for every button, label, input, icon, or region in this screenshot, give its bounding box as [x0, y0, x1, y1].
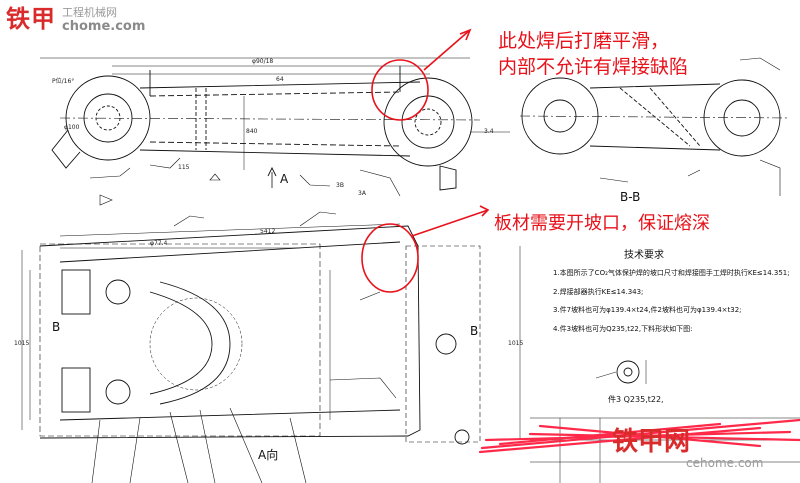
leader-lines	[91, 407, 307, 483]
weld-note-line1: 此处焊后打磨平滑，	[498, 30, 670, 52]
dim-left-top: P位/16°	[52, 78, 75, 85]
tech-req-item: 2.焊接部器执行KE≤14.343;	[553, 288, 644, 296]
right-hub-inner	[401, 95, 455, 149]
dim-tag-r: 3.4	[484, 128, 494, 135]
weld-highlight-arrow	[423, 29, 471, 71]
view-arrow-head	[267, 166, 277, 177]
plan-pin-top	[105, 279, 131, 305]
plate-note: 板材需要开坡口，保证熔深	[494, 213, 710, 234]
right-hub-outer	[383, 77, 473, 167]
weld-highlight-circle	[371, 59, 429, 121]
watermark-site-en: chome.com	[62, 19, 146, 34]
leader	[149, 157, 181, 169]
tech-req-item: 1.本图所示了CO₂气体保护焊的坡口尺寸和焊接图手工焊时执行KE≤14.351;	[553, 269, 790, 277]
plate-highlight-arrow	[411, 209, 489, 237]
plan-pin-bottom	[105, 379, 131, 405]
plate-highlight-circle	[361, 223, 419, 293]
section-bb-label: B-B	[620, 190, 641, 204]
leader	[759, 159, 781, 196]
left-bracket	[51, 129, 81, 169]
boom-arm-hidden	[149, 91, 401, 147]
weld-symbol	[99, 194, 113, 206]
dim-plan-right: 1015	[508, 340, 524, 347]
dim-tag-fl: 115	[178, 164, 190, 171]
dim-top-overall: φ90/18	[252, 58, 274, 65]
plan-curved-web	[159, 281, 231, 405]
watermark-top: 铁甲 工程机械网 chome.com	[6, 6, 145, 34]
leader	[359, 291, 381, 301]
dim-plan-top: 5412	[260, 228, 276, 235]
leader	[739, 57, 781, 71]
right-lug	[439, 165, 457, 191]
watermark-bottom: 铁甲网 cehome.com	[612, 427, 763, 470]
plan-outline	[39, 225, 421, 439]
dim-mid-height: 840	[246, 128, 258, 135]
redaction-scribble	[478, 418, 800, 454]
right-hub-bore	[414, 108, 442, 136]
plan-arc-guide	[149, 297, 243, 391]
dim-plan-h: 1015	[14, 340, 30, 347]
plate-arrow-head	[479, 205, 490, 217]
watermark-bottom-site: cehome.com	[686, 456, 764, 470]
leader	[89, 167, 131, 179]
leader	[595, 371, 617, 379]
section-b-left: B	[52, 320, 61, 334]
tech-req-title: 技术要求	[624, 250, 664, 261]
view-a-arrow-label: A	[280, 172, 289, 186]
plan-lug-top	[61, 269, 91, 315]
dim-top-inner: 64	[276, 76, 284, 83]
view-a-label: A向	[258, 448, 279, 462]
tech-req-item: 4.件3坡料也可为Q235,t22,下料形状如下图:	[553, 325, 693, 333]
leader	[359, 169, 401, 197]
plan-inner	[59, 241, 401, 421]
leader	[299, 174, 331, 187]
plan-lug-bottom	[61, 367, 91, 413]
section-b-right: B	[470, 324, 479, 338]
weld-arrow-head	[459, 28, 472, 41]
leader	[687, 169, 701, 177]
plan-lower-hole	[454, 429, 470, 445]
boom-centerline	[59, 117, 481, 121]
plan-right-block	[405, 245, 481, 443]
dim-tag-b1: 3B	[336, 182, 344, 189]
plan-dim-line	[59, 223, 401, 237]
plan-curved-web-inner	[149, 291, 213, 395]
part3-note: 件3 Q235,t22,	[608, 395, 664, 404]
leader	[599, 177, 629, 183]
watermark-site-cn: 工程机械网	[62, 6, 117, 19]
bb-centerline	[519, 115, 791, 119]
dim-plan-left: φ77.4	[150, 240, 168, 247]
part3-shape	[616, 360, 640, 384]
leader	[173, 211, 337, 227]
watermark-bottom-brand: 铁甲网	[612, 427, 691, 457]
tech-req-item: 3.件7坡料也可为φ139.4×t24,件2坡料也可为φ139.4×t32;	[553, 306, 742, 314]
plan-outline-hidden	[39, 243, 321, 437]
part3-hole	[623, 367, 633, 377]
dim-tag-a1: 3A	[358, 190, 366, 197]
weld-note-line2: 内部不允许有焊接缺陷	[498, 56, 689, 78]
dim-hub-left: φ100	[64, 124, 80, 131]
plan-right-pin	[435, 333, 457, 355]
leader	[329, 377, 397, 399]
bb-arm-edges	[589, 83, 721, 151]
watermark-brand: 铁甲	[6, 5, 56, 33]
weld-symbol	[209, 173, 221, 181]
